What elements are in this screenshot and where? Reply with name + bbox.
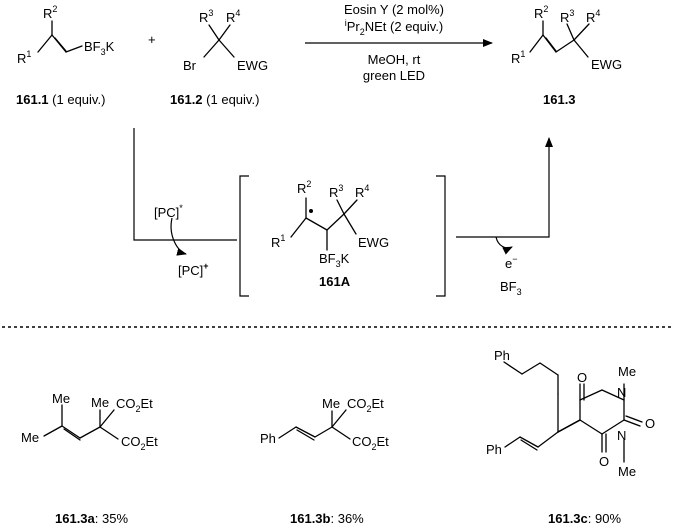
reagent-161-1-structure: R1 R2 BF3K [17, 4, 115, 66]
r3-label: R3 [199, 8, 213, 25]
product-161-3-caption: 161.3 [543, 92, 576, 107]
intermediate-161a-structure: R1 R2 R3 R4 EWG BF3K [271, 179, 389, 269]
bracket-right [436, 175, 446, 297]
product-ewg-label: EWG [591, 57, 622, 72]
n-bottom-label: N [617, 428, 626, 443]
product-161-3-structure: R1 R2 R3 R4 EWG [511, 4, 622, 72]
ph-label: Ph [260, 431, 276, 446]
reagent-161-2-caption: 161.2 (1 equiv.) [170, 92, 259, 107]
intermediate-ewg-label: EWG [358, 235, 389, 250]
condition-solvent: MeOH, rt [368, 52, 421, 67]
example-161-3a-caption: 161.3a: 35% [55, 511, 128, 526]
reagent-161-2-structure: Br R3 R4 EWG [183, 8, 268, 73]
reagent-161-1-caption: 161.1 (1 equiv.) [16, 92, 105, 107]
example-161-3c-caption: 161.3c: 90% [548, 511, 621, 526]
intermediate-r2-label: R2 [297, 179, 311, 196]
example-161-3c-structure: Ph Ph N N Me Me O O O [486, 348, 655, 479]
cycle-path-right [456, 137, 553, 238]
r2-label: R2 [43, 4, 57, 21]
condition-catalyst: Eosin Y (2 mol%) [344, 2, 444, 17]
product-r3-label: R3 [560, 8, 574, 25]
carbonyl-o-bottom: O [599, 454, 609, 469]
intermediate-r1-label: R1 [271, 233, 285, 250]
cycle-path-left [133, 128, 237, 241]
bracket-left [239, 175, 249, 297]
me-label: Me [322, 396, 340, 411]
ewg-label: EWG [237, 58, 268, 73]
example-161-3b-structure: Ph Me CO2Et CO2Et [260, 396, 389, 452]
ph-top-label: Ph [494, 348, 510, 363]
br-label: Br [183, 58, 197, 73]
electron-label: e− [505, 254, 518, 271]
condition-base: iPr2NEt (2 equiv.) [345, 18, 444, 37]
r1-label: R1 [17, 49, 31, 66]
bf3-label: BF3 [500, 279, 522, 297]
example-161-3a-structure: Me Me Me CO2Et CO2Et [21, 391, 158, 452]
carbonyl-o-top: O [577, 370, 587, 385]
condition-light: green LED [363, 68, 425, 83]
bf3k-label: BF3K [84, 39, 115, 57]
me-label-3: Me [91, 395, 109, 410]
co2et-label-a: CO2Et [116, 396, 153, 414]
intermediate-161a-caption: 161A [319, 274, 351, 289]
plus-sign: + [148, 32, 156, 47]
pc-curved-arrow [170, 217, 187, 256]
co2et-label-a: CO2Et [347, 396, 384, 414]
product-r1-label: R1 [511, 49, 525, 66]
carbonyl-o-right: O [645, 416, 655, 431]
me-bottom-label: Me [618, 464, 636, 479]
co2et-label-b: CO2Et [121, 434, 158, 452]
radical-dot [309, 209, 313, 213]
me-label-1: Me [21, 430, 39, 445]
r4-label: R4 [226, 8, 240, 25]
intermediate-r3-label: R3 [329, 183, 343, 200]
example-161-3b-caption: 161.3b: 36% [290, 511, 364, 526]
intermediate-r4-label: R4 [355, 183, 369, 200]
intermediate-bf3k-label: BF3K [319, 251, 350, 269]
n-top-label: N [617, 385, 626, 400]
product-r2-label: R2 [534, 4, 548, 21]
co2et-label-b: CO2Et [352, 434, 389, 452]
me-top-label: Me [618, 364, 636, 379]
product-r4-label: R4 [586, 8, 600, 25]
me-label-2: Me [52, 391, 70, 406]
pc-excited-label: [PC]* [154, 203, 183, 220]
ph-left-label: Ph [486, 442, 502, 457]
pc-oxidized-label: [PC]+ [178, 261, 209, 278]
bf3-release-arrow [495, 236, 513, 255]
